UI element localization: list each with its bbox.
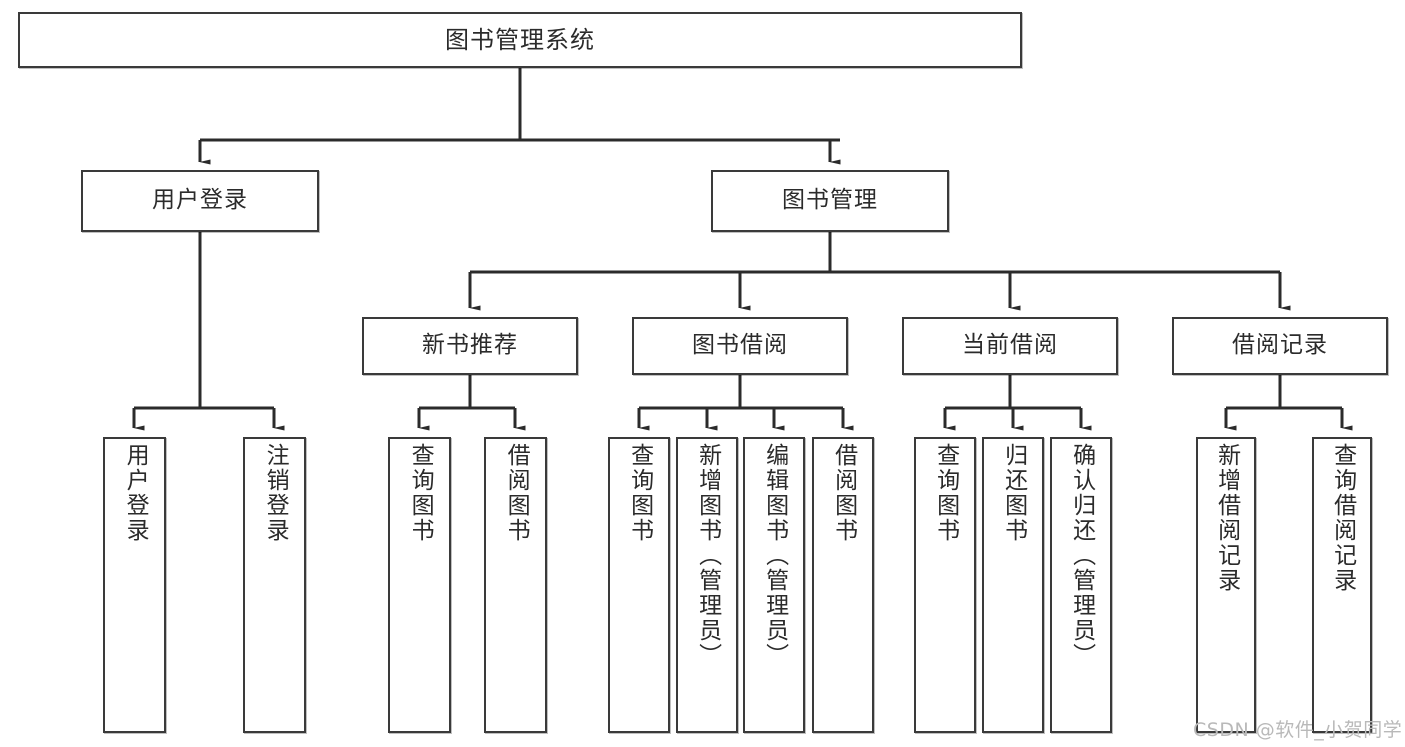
node-borrow-record-label: 借阅记录 [1232, 332, 1328, 359]
node-new-book-recommend[interactable]: 新书推荐 [362, 317, 578, 375]
leaf-node[interactable]: 查询图书 [608, 437, 670, 733]
leaf-node-label: 查询借阅记录 [1329, 443, 1356, 593]
leaf-node[interactable]: 查询图书 [388, 437, 451, 733]
node-new-book-recommend-label: 新书推荐 [422, 332, 518, 359]
leaf-node-label: 用户登录 [122, 443, 149, 543]
leaf-node[interactable]: 借阅图书 [484, 437, 547, 733]
leaf-node-label: 新增借阅记录 [1213, 443, 1240, 593]
leaf-node-label: 借阅图书 [830, 443, 857, 543]
leaf-node[interactable]: 归还图书 [982, 437, 1044, 733]
leaf-node-label: 注销登录 [262, 443, 289, 543]
leaf-node-label: 确认归还（管理员） [1068, 443, 1095, 668]
node-book-borrow[interactable]: 图书借阅 [632, 317, 848, 375]
node-current-borrow[interactable]: 当前借阅 [902, 317, 1118, 375]
leaf-node[interactable]: 查询借阅记录 [1312, 437, 1372, 733]
leaf-node[interactable]: 编辑图书（管理员） [743, 437, 805, 733]
node-root-label: 图书管理系统 [445, 25, 595, 54]
node-book-management-label: 图书管理 [782, 187, 878, 214]
leaf-node-label: 查询图书 [626, 443, 653, 543]
leaf-node-label: 编辑图书（管理员） [761, 443, 788, 668]
node-user-login[interactable]: 用户登录 [81, 170, 319, 232]
leaf-node[interactable]: 查询图书 [914, 437, 976, 733]
leaf-node[interactable]: 注销登录 [243, 437, 306, 733]
leaf-node-label: 查询图书 [932, 443, 959, 543]
node-borrow-record[interactable]: 借阅记录 [1172, 317, 1388, 375]
node-current-borrow-label: 当前借阅 [962, 332, 1058, 359]
node-root[interactable]: 图书管理系统 [18, 12, 1022, 68]
node-book-management[interactable]: 图书管理 [711, 170, 949, 232]
node-user-login-label: 用户登录 [152, 187, 248, 214]
leaf-node-label: 新增图书（管理员） [694, 443, 721, 668]
node-book-borrow-label: 图书借阅 [692, 332, 788, 359]
leaf-node-label: 归还图书 [1000, 443, 1027, 543]
leaf-node[interactable]: 借阅图书 [812, 437, 874, 733]
leaf-node-label: 借阅图书 [503, 443, 530, 543]
leaf-node[interactable]: 确认归还（管理员） [1050, 437, 1112, 733]
leaf-node[interactable]: 用户登录 [103, 437, 166, 733]
leaf-node-label: 查询图书 [407, 443, 434, 543]
leaf-node[interactable]: 新增图书（管理员） [676, 437, 738, 733]
leaf-node[interactable]: 新增借阅记录 [1196, 437, 1256, 733]
csdn-watermark: CSDN @软件_小贺同学 [1193, 719, 1403, 741]
